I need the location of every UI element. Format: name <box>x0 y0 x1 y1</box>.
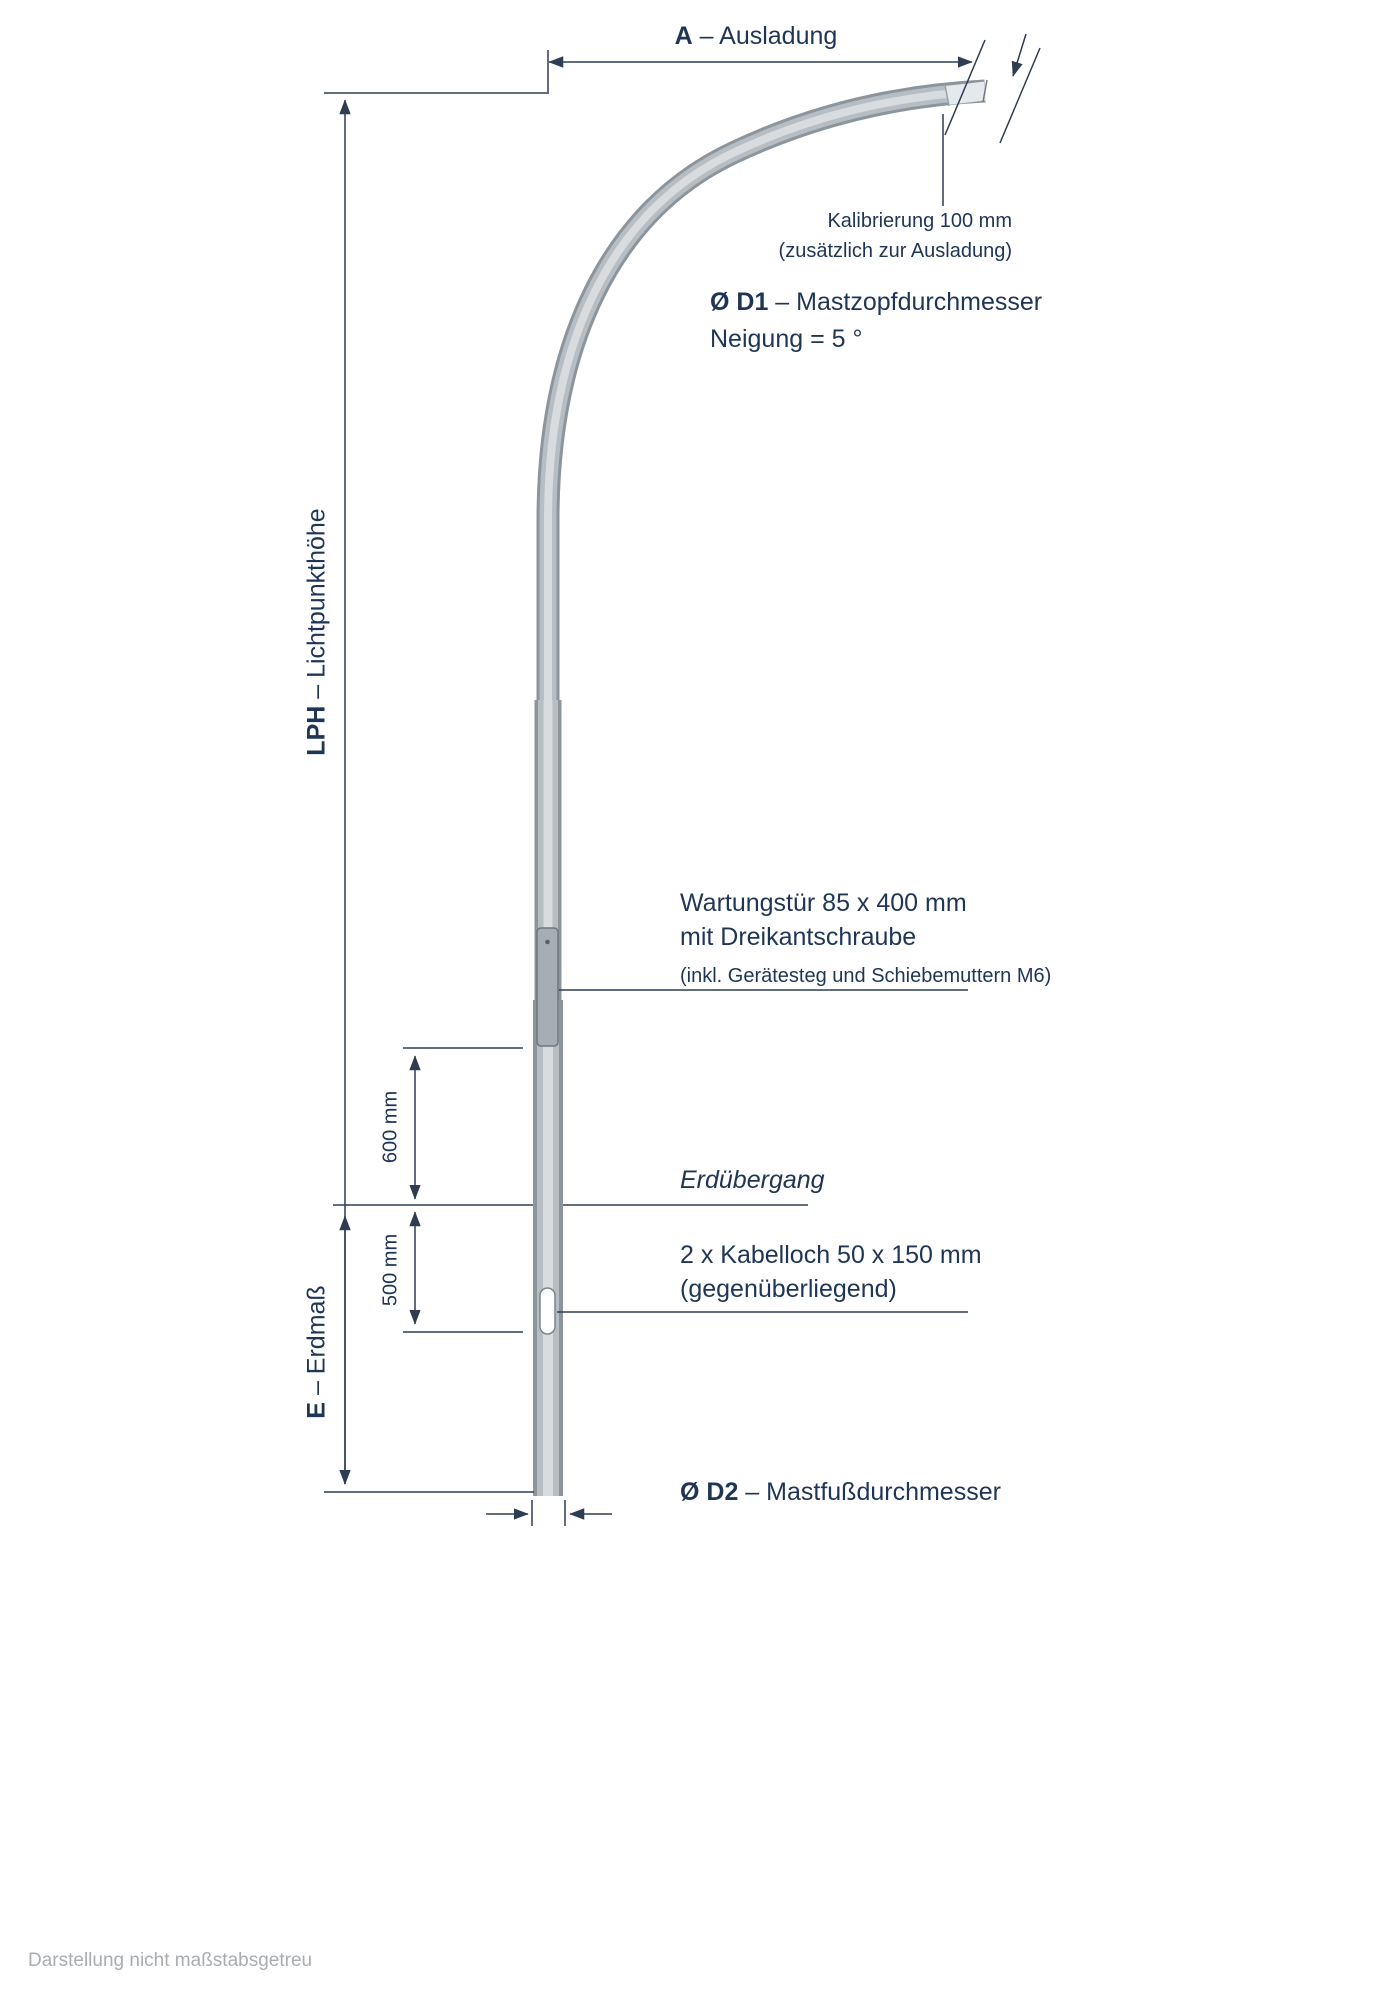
dimension-lines <box>324 33 1041 1526</box>
d2-label: Ø D2 – Mastfußdurchmesser <box>680 1478 1001 1507</box>
ausladung-label: A – Ausladung <box>540 22 972 51</box>
dim-500-label: 500 mm <box>379 1233 402 1307</box>
d1-label-bold: Ø D1 <box>710 288 769 316</box>
lph-label-bold: LPH <box>302 705 331 756</box>
erduebergang-label: Erdübergang <box>680 1166 825 1194</box>
ausladung-label-rest: – Ausladung <box>692 22 838 50</box>
calibration-start-mark <box>944 84 950 107</box>
d1-label-rest: – Mastzopfdurchmesser <box>768 288 1043 316</box>
erdmass-label-bold: E <box>302 1402 331 1419</box>
lph-label: LPH – Lichtpunkthöhe <box>303 508 332 755</box>
maintenance-door <box>536 927 559 1047</box>
tip-end-cut <box>982 79 988 103</box>
d1-neigung: Neigung = 5 ° <box>710 325 863 353</box>
erdmass-label-rest: – Erdmaß <box>302 1285 331 1403</box>
erdmass-label: E – Erdmaß <box>303 1285 332 1418</box>
wartungstuer-label: Wartungstür 85 x 400 mm mit Dreikantschr… <box>680 886 1051 993</box>
d1-line1: Ø D1 – Mastzopfdurchmesser <box>710 284 1042 321</box>
d2-label-rest: – Mastfußdurchmesser <box>738 1478 1001 1506</box>
pole-highlight <box>544 87 986 1496</box>
tip-extension-line-1 <box>944 39 986 136</box>
kabelloch-label: 2 x Kabelloch 50 x 150 mm (gegenüberlieg… <box>680 1238 982 1306</box>
kalibrierung-line2: (zusätzlich zur Ausladung) <box>778 240 1012 262</box>
kabelloch-line1: 2 x Kabelloch 50 x 150 mm <box>680 1241 982 1269</box>
maintenance-door-panel <box>536 927 559 1047</box>
kalibrierung-label: Kalibrierung 100 mm (zusätzlich zur Ausl… <box>700 206 1012 266</box>
tip-tilt-arrow <box>1011 33 1027 77</box>
triangular-screw-icon <box>545 939 550 945</box>
dim-600-label: 600 mm <box>379 1090 402 1164</box>
wartungstuer-line1: Wartungstür 85 x 400 mm <box>680 889 967 917</box>
kalibrierung-line1: Kalibrierung 100 mm <box>827 210 1012 232</box>
d2-label-bold: Ø D2 <box>680 1478 739 1506</box>
calibration-tip-section <box>945 81 987 105</box>
ausladung-label-bold: A <box>674 22 693 50</box>
wartungstuer-line2: mit Dreikantschraube <box>680 923 917 951</box>
wartungstuer-line3: (inkl. Gerätesteg und Schiebemuttern M6) <box>680 965 1052 987</box>
d1-label: Ø D1 – Mastzopfdurchmesser Neigung = 5 ° <box>710 284 1042 358</box>
cable-hole-slot <box>539 1287 556 1335</box>
scale-disclaimer: Darstellung nicht maßstabsgetreu <box>28 1950 313 1971</box>
tip-extension-line-2 <box>999 47 1041 144</box>
lph-label-rest: – Lichtpunkthöhe <box>302 508 331 706</box>
kabelloch-line2: (gegenüberliegend) <box>680 1275 897 1303</box>
